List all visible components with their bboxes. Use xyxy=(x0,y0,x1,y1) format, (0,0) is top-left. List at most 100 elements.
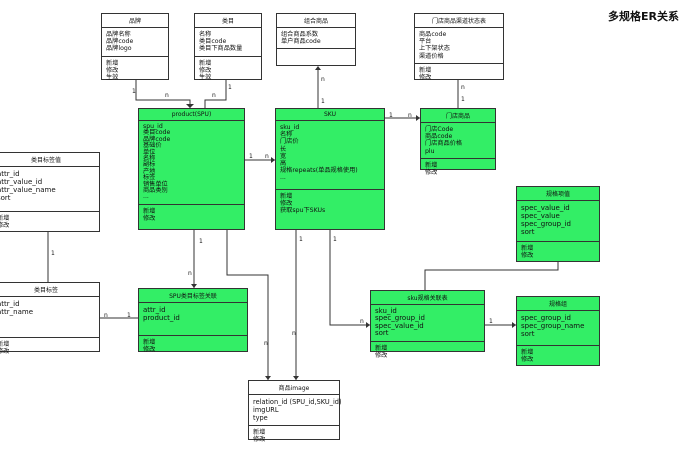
entity-op: 修改 xyxy=(521,356,534,364)
entity-op: 修改 xyxy=(425,169,438,177)
entity-title: 门店商品 xyxy=(421,109,495,123)
entity-op: 修改 xyxy=(199,66,212,74)
entity-field: ... xyxy=(280,174,286,182)
cardinality-label: n xyxy=(461,84,465,91)
entity-op: 生效 xyxy=(106,74,119,82)
entity-field: 品牌code xyxy=(106,38,134,46)
entity-title: 类目 xyxy=(195,14,261,28)
entity-field: 标签 xyxy=(143,174,156,182)
cardinality-label: n xyxy=(212,92,216,99)
entity-spec-group[interactable]: 规格组 spec_group_id spec_group_name sort 新… xyxy=(516,296,600,366)
entity-field: sort xyxy=(521,228,535,236)
entity-op: 新增 xyxy=(106,59,119,67)
entity-title: 规格组 xyxy=(517,297,599,311)
entity-op: 新增 xyxy=(419,66,432,74)
entity-op: 新增 xyxy=(199,59,212,67)
entity-product-image[interactable]: 商品image relation_id (SPU_id,SKU_id) imgU… xyxy=(248,380,342,444)
entity-field: attr_name xyxy=(0,308,34,316)
entity-field: attr_value_name xyxy=(0,186,56,194)
entity-field: 上下架状态 xyxy=(419,45,450,53)
entity-spu-attr-relation[interactable]: SPU类目标签关联 attr_id product_id 新增 修改 xyxy=(138,288,248,353)
entity-field: sort xyxy=(375,329,389,338)
entity-spec-value[interactable]: 规格项值 spec_value_id spec_value spec_group… xyxy=(516,186,600,262)
entity-op: 新增 xyxy=(143,339,156,346)
entity-op: 新增 xyxy=(521,349,534,356)
entity-field: 商品code xyxy=(425,133,453,141)
entity-op: 新增 xyxy=(521,245,534,252)
entity-op: 新增 xyxy=(0,215,10,222)
entity-op: 修改 xyxy=(280,200,293,208)
cardinality-label: n xyxy=(265,153,269,160)
entity-field: 类目code xyxy=(199,38,227,46)
entity-field: 类目下商品数量 xyxy=(199,45,243,53)
entity-product-spu[interactable]: product(SPU) spu_id 类目code 品牌code 基础价 单位… xyxy=(138,108,245,230)
entity-op: 新增 xyxy=(253,429,266,436)
entity-store-product[interactable]: 门店商品 门店Code 商品code 门店商品价格 plu 新增 修改 xyxy=(420,108,496,176)
cardinality-label: n xyxy=(408,112,412,119)
entity-field: spu_id xyxy=(143,123,163,130)
entity-field: attr_id xyxy=(143,306,166,314)
entity-field: 名称 xyxy=(199,31,212,38)
cardinality-label: 1 xyxy=(132,88,136,95)
entity-title: SKU xyxy=(276,109,384,121)
entity-field: 门店价 xyxy=(280,138,299,146)
entity-brand[interactable]: 品牌 品牌名称 品牌code 品牌logo 新增 修改 生效 xyxy=(101,13,169,82)
entity-op: 获取spu下SKUs xyxy=(280,207,326,215)
cardinality-label: n xyxy=(188,270,192,277)
entity-op: 修改 xyxy=(143,215,156,223)
entity-title: product(SPU) xyxy=(139,109,244,121)
entity-field: 类目code xyxy=(143,129,171,137)
cardinality-label: n xyxy=(264,340,268,347)
entity-field: 单位 xyxy=(143,148,156,156)
entity-title: 组合商品 xyxy=(277,14,355,28)
entity-category[interactable]: 类目 名称 类目code 类目下商品数量 新增 修改 生效 xyxy=(194,13,262,82)
entity-field: 门店商品价格 xyxy=(425,140,463,148)
entity-field: sku_id xyxy=(375,307,397,315)
cardinality-label: 1 xyxy=(228,84,232,91)
entity-category-attr-value[interactable]: 类目标签值 attr_id attr_value_id attr_value_n… xyxy=(0,152,100,232)
entity-field: 名称 xyxy=(143,155,156,163)
entity-op: 修改 xyxy=(375,351,388,359)
entity-sku-spec-relation[interactable]: sku规格关联表 sku_id spec_group_id spec_value… xyxy=(370,290,485,359)
entity-field: imgURL xyxy=(253,406,279,414)
entity-title: 规格项值 xyxy=(517,187,599,201)
entity-field: spec_group_id xyxy=(521,220,571,228)
entity-op: 修改 xyxy=(0,222,10,230)
entity-field: spec_group_name xyxy=(521,322,585,330)
cardinality-label: n xyxy=(321,76,325,83)
entity-title: sku规格关联表 xyxy=(371,291,484,305)
cardinality-label: 1 xyxy=(51,250,55,257)
entity-field: type xyxy=(253,414,268,422)
entity-field: product_id xyxy=(143,314,180,322)
entity-field: spec_group_id xyxy=(375,314,425,323)
entity-op: 生效 xyxy=(199,74,212,82)
entity-field: spec_value_id xyxy=(375,321,424,330)
entity-field: spec_value xyxy=(521,212,560,220)
entity-sku[interactable]: SKU sku_id 名称 门店价 长 宽 高 规格repeats(单品规格使用… xyxy=(275,108,385,230)
entity-field: 产地 xyxy=(143,167,156,175)
cardinality-label: n xyxy=(360,318,364,325)
entity-field: 平台 xyxy=(419,38,432,46)
entity-op: 修改 xyxy=(253,436,266,444)
cardinality-label: 1 xyxy=(249,153,253,160)
entity-field: 宽 xyxy=(280,152,287,160)
entity-op: 新增 xyxy=(425,161,438,169)
cardinality-label: 1 xyxy=(127,312,131,319)
cardinality-label: 1 xyxy=(333,236,337,243)
entity-field: attr_id xyxy=(0,170,20,178)
entity-field: spec_group_id xyxy=(521,314,571,322)
entity-field: 商品类别 xyxy=(143,187,168,195)
entity-field: 名称 xyxy=(280,131,293,139)
entity-field: spec_value_id xyxy=(521,204,570,212)
entity-field: 商品code xyxy=(419,31,447,38)
entity-store-channel[interactable]: 门店商品渠道状态表 商品code 平台 上下架状态 渠道价格 新增 修改 xyxy=(414,13,504,81)
cardinality-label: 1 xyxy=(299,236,303,243)
entity-op: 修改 xyxy=(521,252,534,260)
entity-title: 类目标签 xyxy=(0,283,99,297)
entity-category-attr[interactable]: 类目标签 attr_id attr_name 新增 修改 xyxy=(0,282,100,355)
entity-field: sort xyxy=(521,330,535,338)
entity-field: 副标 xyxy=(143,161,156,169)
cardinality-label: 1 xyxy=(321,98,325,105)
entity-combo[interactable]: 组合商品 组合商品系数 单户商品code xyxy=(276,13,356,66)
cardinality-label: 1 xyxy=(389,112,393,119)
